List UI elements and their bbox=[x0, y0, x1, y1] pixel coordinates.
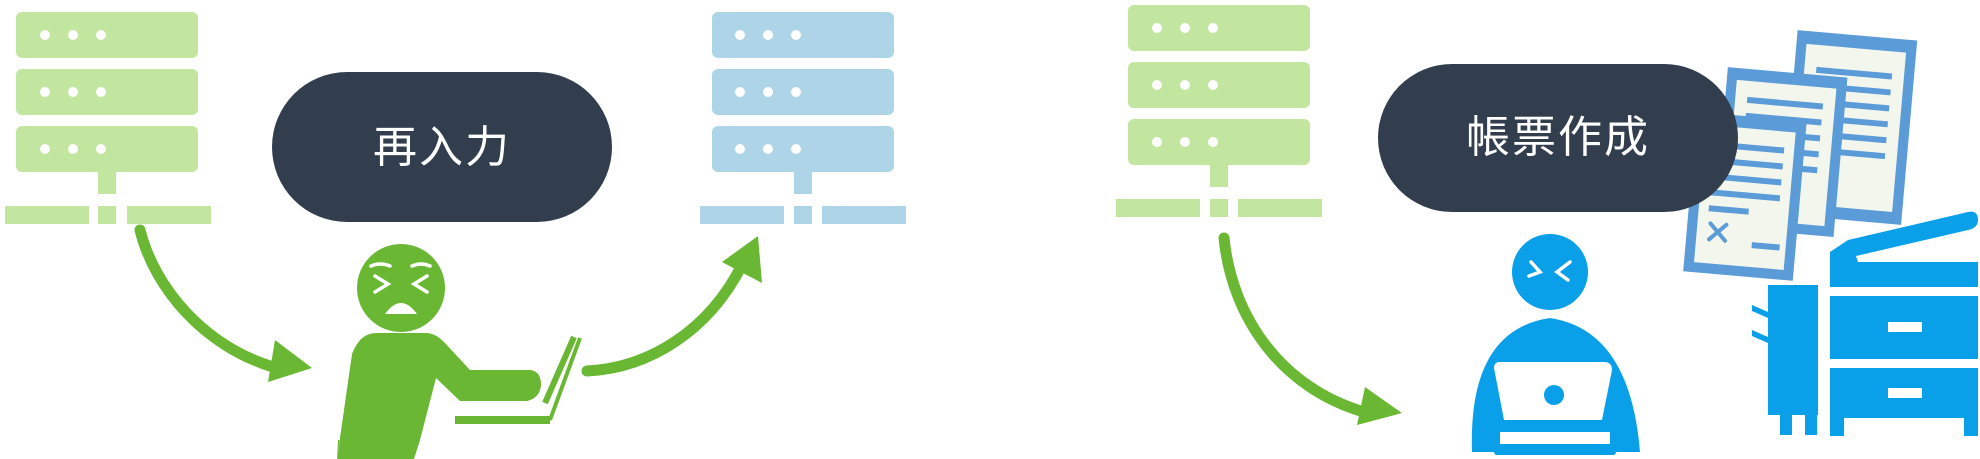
arrowhead bbox=[268, 340, 312, 382]
reentry-label: 再入力 bbox=[373, 122, 511, 173]
server-stack-icon bbox=[5, 12, 211, 224]
server-stack-icon bbox=[1116, 5, 1322, 217]
report-creation-label-pill: 帳票作成 bbox=[1378, 64, 1738, 212]
arrowhead bbox=[1357, 387, 1402, 425]
server-stack-icon bbox=[700, 12, 906, 224]
printer-icon bbox=[1752, 211, 1978, 436]
arrow-person-to-server bbox=[581, 259, 748, 377]
frustrated-person-icon bbox=[337, 244, 582, 459]
person-with-laptop-icon bbox=[1471, 234, 1640, 455]
documents-icon bbox=[1683, 30, 1918, 281]
reentry-label-pill: 再入力 bbox=[272, 72, 612, 222]
arrow-server-to-worker bbox=[1218, 232, 1370, 418]
arrowhead bbox=[722, 236, 762, 283]
arrow-server-to-person bbox=[134, 224, 278, 372]
report-creation-label: 帳票作成 bbox=[1466, 112, 1650, 163]
